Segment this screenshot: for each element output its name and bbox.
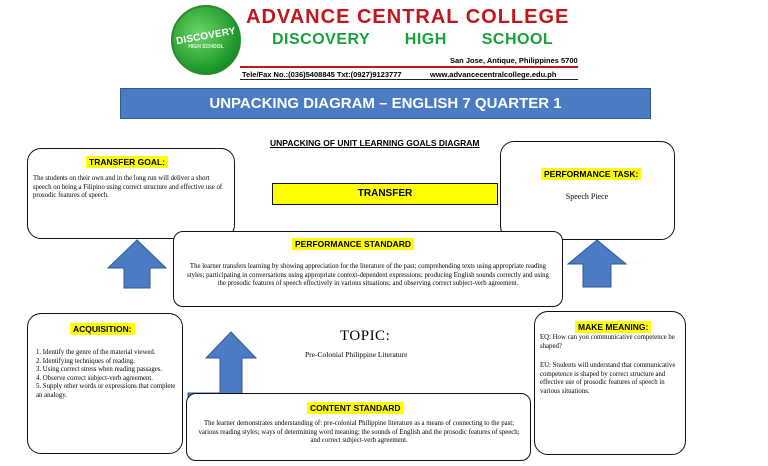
header-divider-red: [240, 66, 578, 68]
content-standard-box: CONTENT STANDARD The learner demonstrate…: [186, 393, 531, 461]
header-divider-black: [240, 79, 578, 80]
diagram-subtitle: UNPACKING OF UNIT LEARNING GOALS DIAGRAM: [270, 138, 480, 148]
acquisition-item: 2. Identifying techniques of reading.: [36, 357, 135, 365]
topic-subtitle: Pre-Colonial Philippine Literature: [305, 350, 408, 359]
performance-standard-box: PERFORMANCE STANDARD The learner transfe…: [173, 231, 563, 307]
transfer-heading: TRANSFER: [272, 183, 498, 205]
acquisition-item: 1. Identify the genre of the material vi…: [36, 349, 156, 356]
acquisition-item: 4. Observe correct subject-verb agreemen…: [36, 374, 154, 382]
performance-task-text: Speech Piece: [565, 192, 609, 201]
school-website: www.advancecentralcollege.edu.ph: [430, 70, 557, 79]
school-address: San Jose, Antique, Philippines 5700: [450, 56, 578, 65]
school-name: ADVANCE CENTRAL COLLEGE: [246, 6, 570, 28]
make-meaning-eu: EU: Students will understand that commun…: [540, 362, 676, 395]
acquisition-item: 3. Using correct stress when reading pas…: [36, 366, 163, 374]
arrow-up-left-icon: [106, 239, 168, 289]
acquisition-box: ACQUISITION: 1. Identify the genre of th…: [27, 313, 183, 454]
topic-title: TOPIC:: [340, 328, 391, 344]
transfer-goal-label: TRANSFER GOAL:: [86, 156, 169, 168]
transfer-goal-box: TRANSFER GOAL: The students on their own…: [27, 148, 235, 239]
content-standard-text: The learner demonstrates understanding o…: [198, 420, 520, 445]
make-meaning-label: MAKE MEANING:: [575, 321, 652, 333]
arrow-up-right-icon: [566, 239, 628, 288]
content-standard-label: CONTENT STANDARD: [307, 402, 404, 414]
school-contact: Tele/Fax No.:(036)5408845 Txt:(0927)9123…: [242, 70, 402, 79]
school-line2: DISCOVERY HIGH SCHOOL: [272, 31, 554, 48]
performance-standard-label: PERFORMANCE STANDARD: [292, 238, 415, 250]
acquisition-list: 1. Identify the genre of the material vi…: [36, 349, 176, 401]
school-logo: [171, 5, 241, 75]
logo-subtext: HIGH SCHOOL: [188, 44, 224, 50]
make-meaning-eq: EQ: How can you communicative competence…: [540, 334, 675, 350]
transfer-goal-text: The students on their own and in the lon…: [33, 175, 223, 200]
page-title-banner: UNPACKING DIAGRAM – ENGLISH 7 QUARTER 1: [120, 88, 651, 119]
performance-task-box: PERFORMANCE TASK: Speech Piece: [500, 141, 675, 240]
make-meaning-box: MAKE MEANING: EQ: How can you communicat…: [534, 311, 686, 455]
acquisition-item: 5. Supply other words or expressions tha…: [36, 383, 176, 399]
acquisition-label: ACQUISITION:: [70, 323, 135, 335]
performance-standard-text: The learner transfers learning by showin…: [187, 263, 549, 288]
performance-task-label: PERFORMANCE TASK:: [541, 168, 642, 180]
